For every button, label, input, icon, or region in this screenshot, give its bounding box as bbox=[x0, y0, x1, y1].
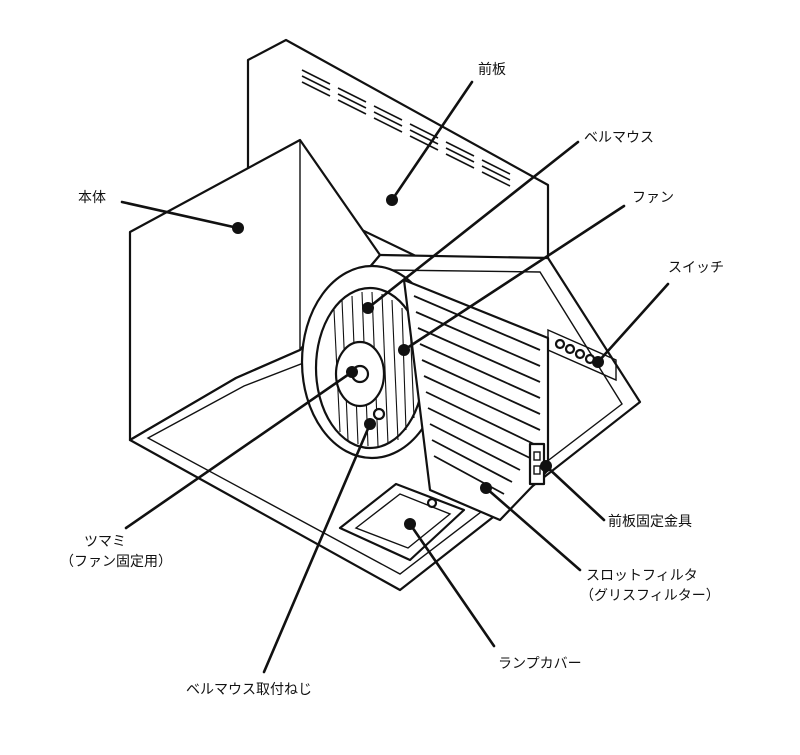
leader-bell-mouth bbox=[366, 140, 580, 310]
leader-body bbox=[120, 200, 240, 230]
leader-front-panel bbox=[390, 80, 474, 202]
label-front-panel-bracket: 前板固定金具 bbox=[608, 513, 692, 530]
leader-switch bbox=[596, 282, 670, 364]
label-knob-line1: ツマミ bbox=[84, 534, 126, 550]
switch-panel bbox=[547, 328, 617, 382]
label-front-panel: 前板 bbox=[478, 61, 506, 78]
lamp-cover-shape bbox=[338, 482, 466, 562]
label-slot-filter-line2: （グリスフィルター） bbox=[580, 588, 720, 604]
front-panel-vent-slots bbox=[301, 69, 511, 187]
leader-slot-filter bbox=[484, 486, 582, 572]
leader-lamp-cover bbox=[408, 522, 496, 648]
part-labels: 前板 ベルマウス ファン 本体 スイッチ ツマミ （ファン固定用） 前板固定金具… bbox=[60, 61, 724, 698]
label-knob-line2: （ファン固定用） bbox=[60, 554, 172, 570]
label-body: 本体 bbox=[78, 190, 106, 206]
leader-fan bbox=[402, 204, 626, 352]
label-fan: ファン bbox=[632, 190, 674, 206]
leader-lines bbox=[120, 80, 670, 674]
bell-mouth-assembly bbox=[300, 264, 444, 460]
label-slot-filter-line1: スロットフィルタ bbox=[586, 568, 698, 584]
label-lamp-cover: ランプカバー bbox=[498, 656, 582, 672]
label-switch: スイッチ bbox=[668, 260, 724, 276]
range-hood-illustration bbox=[128, 38, 642, 592]
slot-filter-grid bbox=[413, 295, 541, 495]
label-bell-mouth-screw: ベルマウス取付ねじ bbox=[186, 682, 312, 698]
bottom-tray-inner-rim bbox=[146, 269, 623, 575]
leader-knob bbox=[124, 370, 354, 530]
label-bell-mouth: ベルマウス bbox=[584, 130, 654, 146]
leader-front-panel-bracket bbox=[544, 464, 606, 522]
leader-bell-mouth-screw bbox=[262, 422, 372, 674]
